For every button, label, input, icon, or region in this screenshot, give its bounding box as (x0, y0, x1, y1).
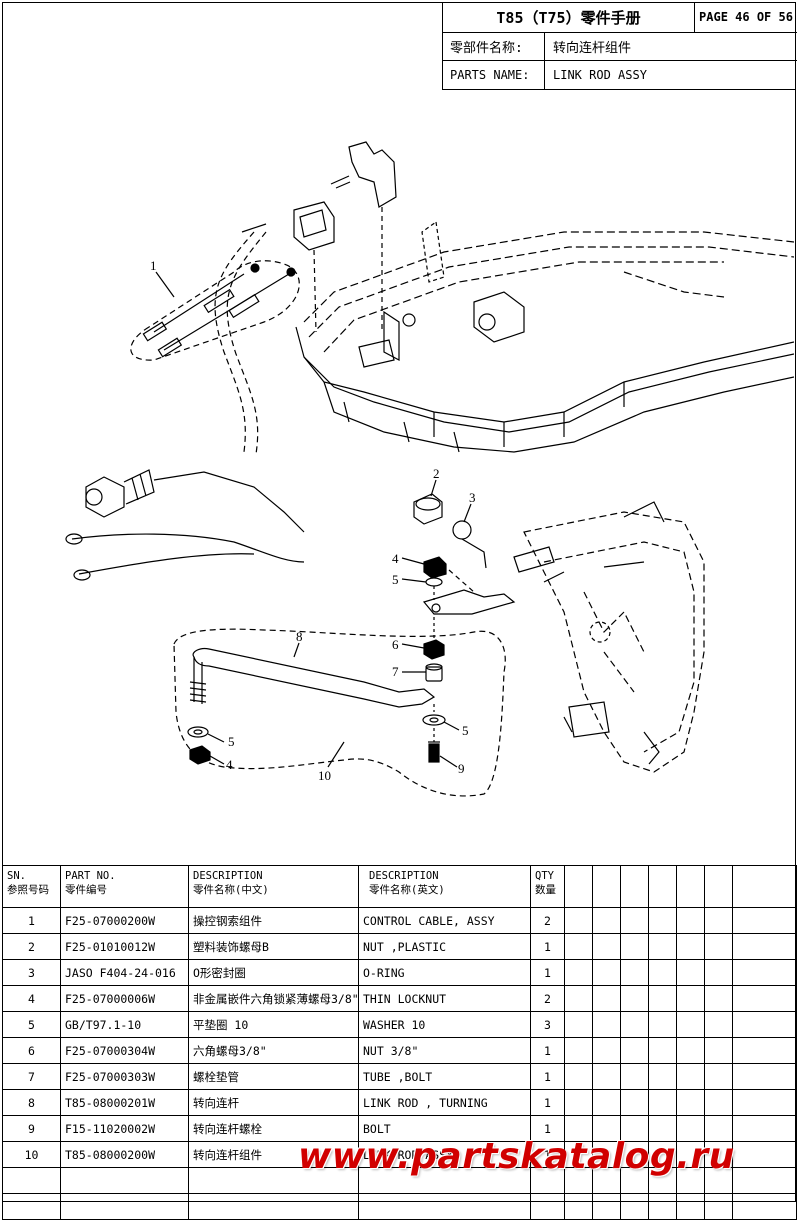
row-desc-cn: 操控钢索组件 (188, 907, 359, 934)
row-desc-en: NUT ,PLASTIC (358, 933, 531, 960)
callout-1: 1 (150, 258, 157, 273)
row-desc-en: O-RING (358, 959, 531, 986)
row-part-no: F25-07000303W (60, 1063, 189, 1090)
callout-5: 5 (392, 572, 399, 587)
parts-name-cn: 转向连杆组件 (545, 33, 797, 61)
row-part-no: F25-01010012W (60, 933, 189, 960)
row-sn: 8 (2, 1089, 61, 1116)
header-sn: SN.参照号码 (2, 865, 61, 908)
row-desc-en: BOLT (358, 1115, 531, 1142)
row-sn: 2 (2, 933, 61, 960)
row-desc-en: LINK ROD ASSY (358, 1141, 531, 1168)
row-desc-en: LINK ROD , TURNING (358, 1089, 531, 1116)
row-desc-cn: 转向连杆 (188, 1089, 359, 1116)
callout-4: 4 (392, 551, 399, 566)
row-desc-cn: 转向连杆组件 (188, 1141, 359, 1168)
row-desc-en: TUBE ,BOLT (358, 1063, 531, 1090)
row-part-no: F15-11020002W (60, 1115, 189, 1142)
callout-6: 6 (392, 637, 399, 652)
row-part-no: T85-08000200W (60, 1141, 189, 1168)
row-desc-en: CONTROL CABLE, ASSY (358, 907, 531, 934)
exploded-diagram: 1 2 3 4 5 6 7 5 8 5 4 9 10 (65, 141, 794, 797)
header-part-no: PART NO.零件编号 (60, 865, 189, 908)
row-sn: 9 (2, 1115, 61, 1142)
row-desc-cn: 螺栓垫管 (188, 1063, 359, 1090)
watermark: www.partskatalog.ru (298, 1136, 735, 1177)
row-desc-cn: O形密封圈 (188, 959, 359, 986)
page-number: PAGE 46 OF 56 (695, 2, 797, 33)
row-part-no: JASO F404-24-016 (60, 959, 189, 986)
callout-8: 8 (296, 629, 303, 644)
row-qty: 1 (530, 1063, 565, 1090)
row-sn: 5 (2, 1011, 61, 1038)
row-qty: 3 (530, 1011, 565, 1038)
callout-7: 7 (392, 664, 399, 679)
callout-2: 2 (433, 466, 440, 481)
row-sn: 4 (2, 985, 61, 1012)
callout-10: 10 (318, 768, 331, 783)
row-desc-cn: 六角螺母3/8" (188, 1037, 359, 1064)
row-desc-en: WASHER 10 (358, 1011, 531, 1038)
callout-9: 9 (458, 761, 465, 776)
table-row-empty (2, 1193, 797, 1220)
row-sn: 6 (2, 1037, 61, 1064)
row-part-no: GB/T97.1-10 (60, 1011, 189, 1038)
row-qty: 1 (530, 959, 565, 986)
row-desc-cn: 平垫圈 10 (188, 1011, 359, 1038)
table-row-empty (2, 1167, 797, 1194)
manual-title: T85（T75）零件手册 (443, 2, 695, 33)
callout-3: 3 (469, 490, 476, 505)
row-part-no: F25-07000304W (60, 1037, 189, 1064)
callout-4b: 4 (226, 757, 233, 772)
row-desc-cn: 塑料装饰螺母B (188, 933, 359, 960)
row-sn: 7 (2, 1063, 61, 1090)
row-qty: 1 (530, 1115, 565, 1142)
row-desc-en: NUT 3/8" (358, 1037, 531, 1064)
row-sn: 1 (2, 907, 61, 934)
row-part-no: F25-07000200W (60, 907, 189, 934)
row-desc-en: THIN LOCKNUT (358, 985, 531, 1012)
row-qty: 1 (530, 1037, 565, 1064)
row-qty: 1 (530, 1089, 565, 1116)
row-desc-cn: 非金属嵌件六角锁紧薄螺母3/8" (188, 985, 359, 1012)
row-part-no: T85-08000201W (60, 1089, 189, 1116)
callout-5b: 5 (462, 723, 469, 738)
row-qty: 1 (530, 933, 565, 960)
title-block: T85（T75）零件手册 PAGE 46 OF 56 零部件名称: 转向连杆组件… (442, 2, 797, 90)
row-desc-cn: 转向连杆螺栓 (188, 1115, 359, 1142)
parts-name-en-label: PARTS NAME: (443, 61, 545, 89)
row-part-no: F25-07000006W (60, 985, 189, 1012)
row-sn: 3 (2, 959, 61, 986)
row-qty: 2 (530, 985, 565, 1012)
callout-5c: 5 (228, 734, 235, 749)
row-qty: 2 (530, 907, 565, 934)
parts-name-en: LINK ROD ASSY (553, 68, 647, 82)
parts-name-cn-label: 零部件名称: (443, 33, 545, 61)
row-sn: 10 (2, 1141, 61, 1168)
